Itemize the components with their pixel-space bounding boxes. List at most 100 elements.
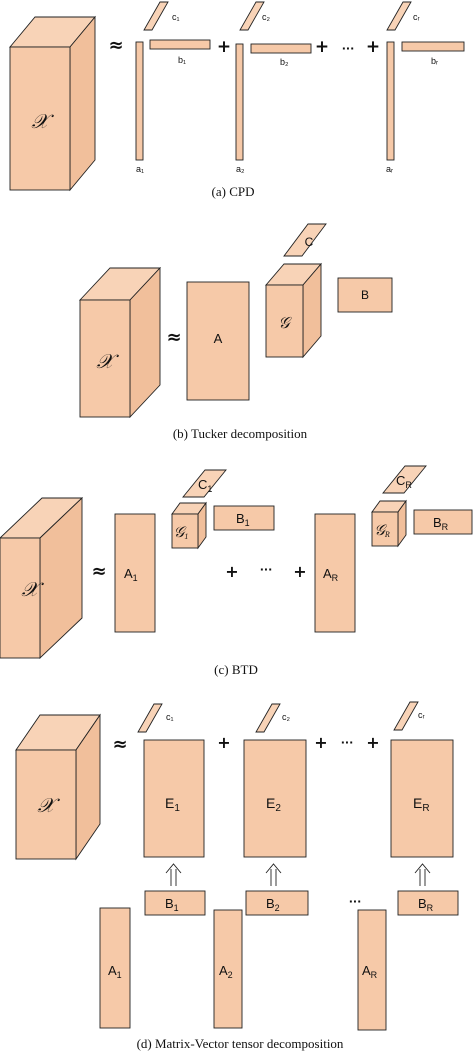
cpd-ar-label: aᵣ [386, 164, 393, 174]
ellipsis-symbol: ··· [260, 563, 273, 576]
svg-text:𝒢1: 𝒢1 [174, 525, 189, 541]
double-arrow-icon [165, 863, 182, 886]
btd-term-1: A1 C1 𝒢1 B1 [114, 469, 275, 633]
panel-tucker: 𝒳 ≈ A C 𝒢 B (b) Tucker decomposition [78, 223, 393, 441]
cpd-c1-label: c₁ [172, 12, 180, 22]
approx-symbol: ≈ [112, 734, 127, 755]
vector-c2 [239, 1, 265, 31]
factor-br-matrix [413, 509, 473, 535]
factor-a-matrix: A [186, 281, 250, 401]
matrix-a2 [213, 909, 243, 1029]
cpd-b2-label: b₂ [280, 57, 289, 67]
vector-a1 [135, 41, 144, 161]
matrix-ar [357, 909, 387, 1031]
cpd-b1-label: b₁ [178, 55, 186, 65]
matrix-br [397, 890, 459, 916]
svg-text:A2: A2 [219, 963, 233, 980]
double-arrow-icon [414, 863, 431, 886]
cpd-term-2: c₂ b₂ a₂ [235, 1, 312, 174]
svg-text:AR: AR [362, 963, 378, 980]
panel-cpd: 𝒳 ≈ c₁ b₁ a₁ + c₂ b₂ a₂ + ··· + cᵣ [9, 1, 465, 199]
panel-mvtd: 𝒳 ≈ c₁ E1 B1 A1 + c₂ E2 [15, 701, 459, 1051]
plus-symbol: + [366, 37, 380, 57]
tensor-x-cube: 𝒳 [9, 15, 96, 192]
factor-c1-matrix: C1 [182, 469, 227, 498]
matrix-a1 [99, 907, 131, 1029]
btd-term-r: AR CR 𝒢R BR [314, 465, 473, 633]
svg-text:c₁: c₁ [166, 712, 174, 722]
ellipsis-symbol: ··· [342, 42, 355, 55]
caption-mvtd: (d) Matrix-Vector tensor decomposition [137, 1036, 344, 1051]
matrix-e1 [143, 739, 205, 858]
plus-symbol: + [293, 562, 306, 581]
matrix-b2 [245, 890, 309, 916]
svg-text:CR: CR [396, 473, 412, 490]
svg-text:A1: A1 [108, 963, 122, 980]
svg-text:E2: E2 [266, 795, 281, 814]
ellipsis-symbol: ··· [341, 736, 354, 749]
factor-a-label: A [214, 331, 223, 346]
cpd-br-label: bᵣ [431, 56, 438, 66]
svg-text:𝒢R: 𝒢R [374, 523, 390, 539]
vector-ar [386, 41, 395, 161]
factor-c-matrix: C [283, 223, 327, 257]
vector-b2 [250, 43, 312, 54]
plus-symbol: + [217, 733, 230, 752]
cpd-term-r: cᵣ bᵣ aᵣ [386, 1, 465, 174]
panel-btd: 𝒳 ≈ A1 C1 𝒢1 B1 + ··· + AR [0, 465, 473, 677]
factor-b1-matrix [213, 505, 275, 531]
core-g-label: 𝒢 [278, 315, 292, 332]
factor-ar-label: AR [323, 566, 339, 583]
svg-text:E1: E1 [165, 795, 180, 814]
cpd-term-1: c₁ b₁ a₁ [135, 1, 211, 174]
svg-text:cᵣ: cᵣ [418, 710, 425, 720]
caption-btd: (c) BTD [214, 662, 258, 677]
core-tensor-g1: 𝒢1 [171, 501, 207, 550]
svg-text:B1: B1 [165, 896, 179, 913]
factor-cr-matrix: CR [382, 465, 427, 494]
vector-br [401, 41, 465, 52]
tensor-x-cube: 𝒳 [78, 266, 162, 419]
vector-c1 [143, 1, 169, 31]
tensor-x-cube: 𝒳 [15, 713, 101, 861]
double-arrow-icon [265, 863, 282, 886]
mvtd-term-2: c₂ E2 B2 A2 [213, 703, 309, 1029]
approx-symbol: ≈ [91, 561, 106, 582]
plus-symbol: + [217, 37, 231, 57]
approx-symbol: ≈ [108, 35, 123, 56]
approx-symbol: ≈ [166, 327, 181, 348]
plus-symbol: + [225, 562, 238, 581]
cpd-a1-label: a₁ [136, 164, 144, 174]
vector-c1 [137, 703, 163, 733]
vector-c2 [255, 703, 281, 733]
tensor-x-cube: 𝒳 [0, 496, 84, 660]
svg-text:B2: B2 [266, 896, 280, 913]
caption-tucker: (b) Tucker decomposition [173, 426, 308, 441]
factor-b-label: B [361, 288, 369, 302]
cpd-cr-label: cᵣ [413, 12, 420, 22]
plus-symbol: + [315, 37, 329, 57]
matrix-b1 [144, 890, 206, 916]
svg-text:c₂: c₂ [282, 712, 291, 722]
factor-a1-matrix [114, 513, 156, 633]
factor-c-label: C [305, 235, 314, 249]
factor-a1-label: A1 [124, 566, 138, 583]
vector-b1 [149, 39, 211, 50]
core-tensor-g: 𝒢 [265, 262, 322, 359]
vector-cr [393, 701, 419, 731]
factor-br-label: BR [433, 515, 449, 532]
svg-text:C1: C1 [198, 477, 212, 494]
cpd-c2-label: c₂ [262, 12, 271, 22]
svg-text:BR: BR [418, 896, 434, 913]
matrix-e2 [243, 739, 307, 858]
vector-cr [386, 1, 412, 31]
caption-cpd: (a) CPD [212, 184, 255, 199]
factor-b1-label: B1 [236, 511, 250, 528]
vector-a2 [235, 43, 244, 161]
factor-b-matrix: B [337, 277, 393, 313]
factor-ar-matrix [314, 513, 356, 633]
ellipsis-symbol: ··· [349, 895, 362, 908]
plus-symbol: + [366, 733, 379, 752]
cpd-a2-label: a₂ [236, 164, 245, 174]
